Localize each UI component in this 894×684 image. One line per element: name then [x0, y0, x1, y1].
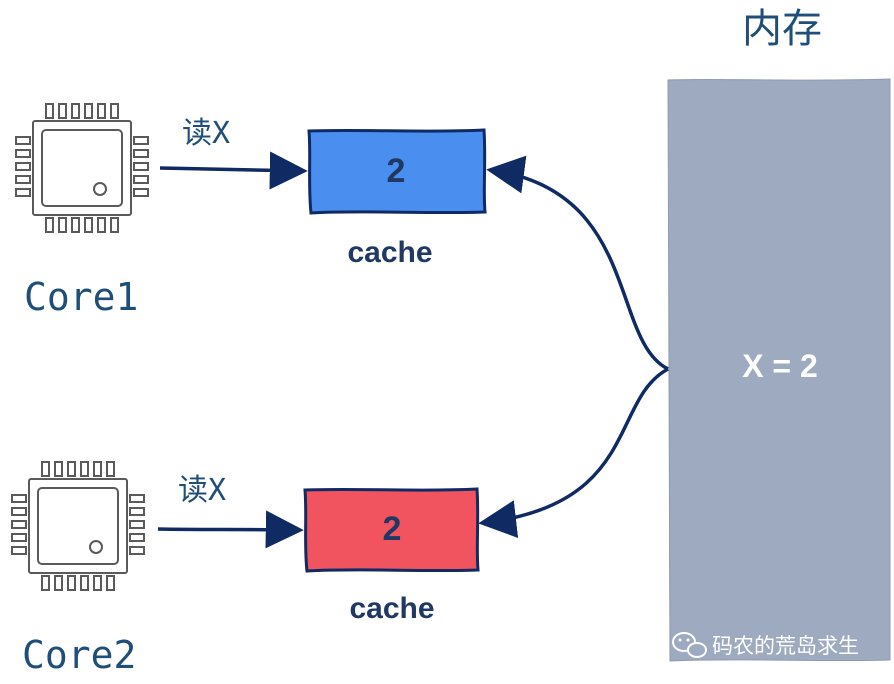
memory-rect: [667, 78, 891, 662]
core-label: Core2: [22, 633, 136, 677]
watermark: 码农的荒岛求生: [672, 632, 859, 658]
cache-value: 2: [387, 152, 406, 190]
memory-title: 内存: [742, 6, 822, 52]
memory-to-cache2-arrow: [478, 367, 669, 538]
core-label: Core1: [24, 275, 138, 319]
read-arrow: [159, 151, 308, 190]
cpu-chip-icon: [15, 103, 149, 233]
cpu-chip-icon: [11, 461, 145, 591]
cache-box: [303, 487, 480, 573]
core2-group: Core2 读X 2 cache: [11, 461, 480, 677]
read-label: 读X: [178, 473, 226, 508]
watermark-text: 码农的荒岛求生: [712, 634, 859, 658]
cache-label: cache: [349, 592, 434, 625]
wechat-icon: [672, 632, 707, 658]
read-arrow: [157, 510, 304, 549]
read-label: 读X: [182, 116, 230, 151]
memory-value: X = 2: [742, 348, 818, 384]
memory-to-cache1-arrow: [486, 155, 669, 371]
cache-value: 2: [383, 510, 402, 548]
memory-block: 内存 X = 2: [667, 6, 891, 662]
cache-box: [307, 128, 487, 215]
core1-group: Core1 读X 2 cache: [15, 103, 487, 319]
cache-label: cache: [347, 236, 432, 269]
